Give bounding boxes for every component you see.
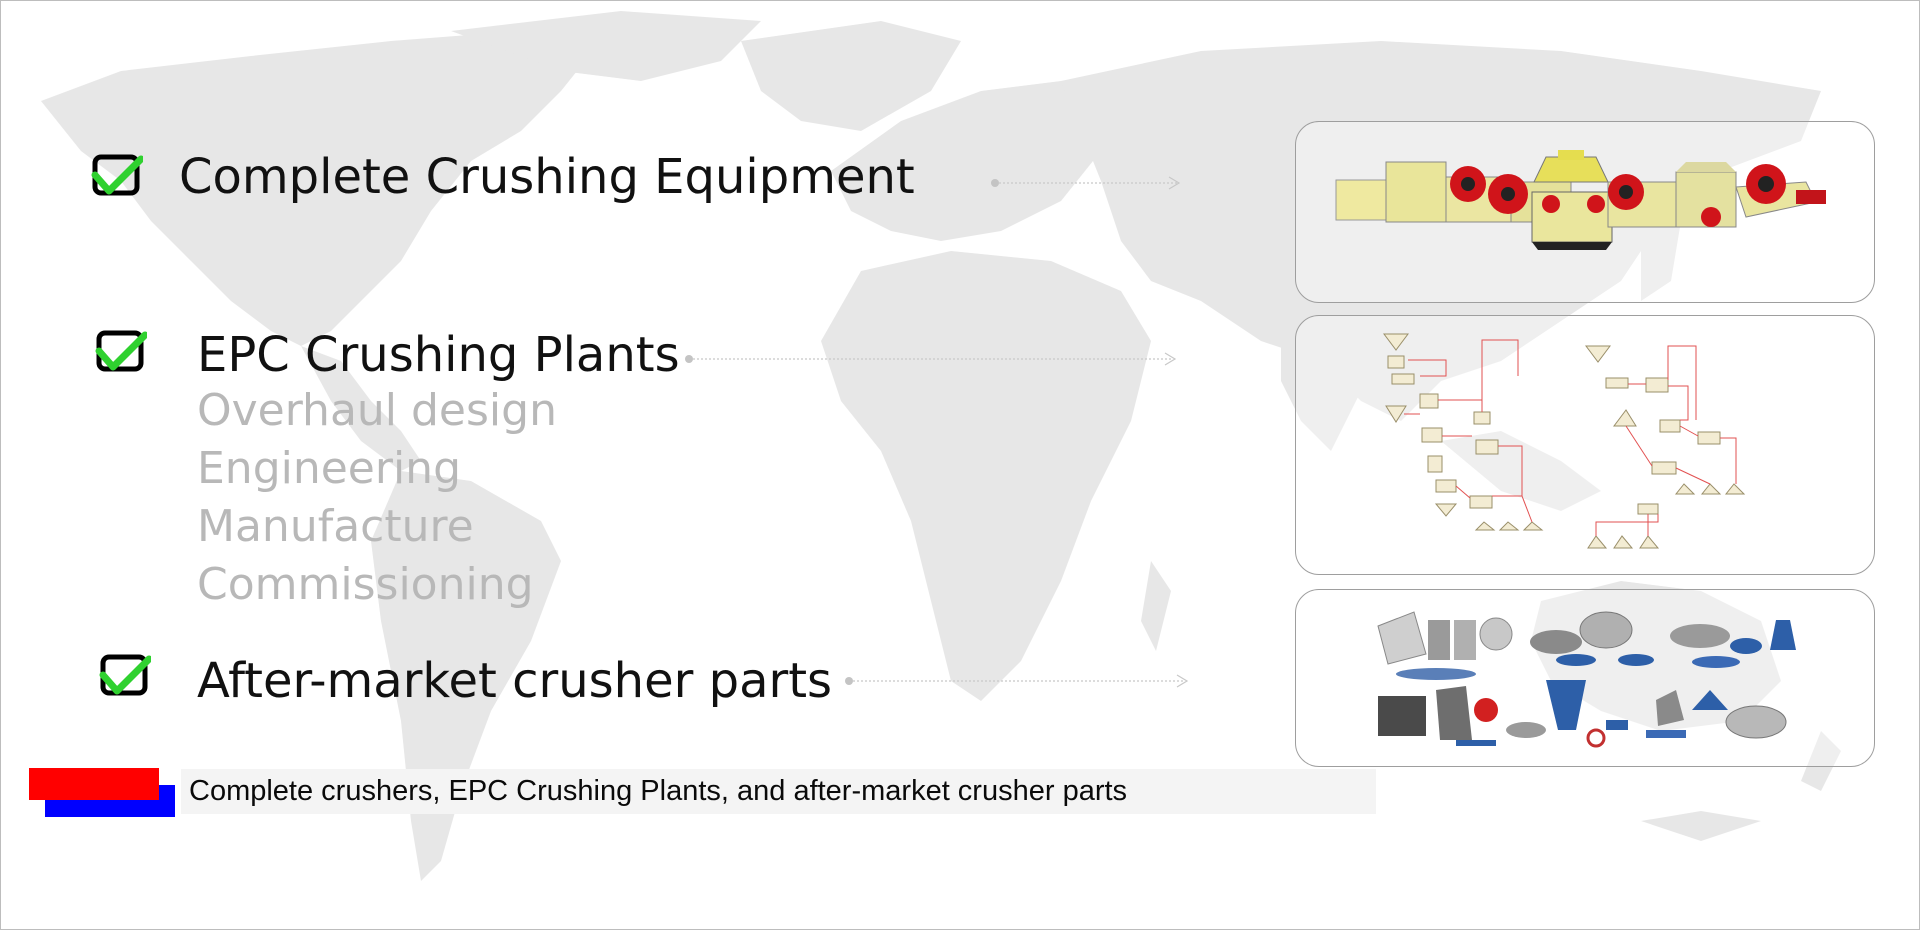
sub-item-manufacture: Manufacture xyxy=(197,501,474,552)
sub-item-engineering: Engineering xyxy=(197,443,461,494)
item-title-complete-crushing-equipment: Complete Crushing Equipment xyxy=(179,149,915,205)
image-frame-crusher-parts xyxy=(1295,589,1875,767)
accent-red-block xyxy=(29,768,159,800)
caption-text: Complete crushers, EPC Crushing Plants, … xyxy=(189,775,1128,807)
item-title-after-market-crusher-parts: After-market crusher parts xyxy=(197,653,833,709)
crushing-equipment-lineup-icon xyxy=(1335,150,1826,250)
arrow-connector-icon xyxy=(991,176,1181,190)
crusher-spare-parts-icon xyxy=(1377,611,1796,748)
checkbox-checked-icon[interactable] xyxy=(91,153,143,197)
plant-flowsheet-diagram-icon xyxy=(1383,333,1746,549)
item-title-epc-crushing-plants: EPC Crushing Plants xyxy=(197,327,680,383)
checkbox-checked-icon[interactable] xyxy=(95,329,147,373)
image-frame-epc-plant-flowsheet xyxy=(1295,315,1875,575)
checkbox-checked-icon[interactable] xyxy=(99,653,151,697)
sub-item-commissioning: Commissioning xyxy=(197,559,534,610)
sub-item-overhaul-design: Overhaul design xyxy=(197,385,557,436)
arrow-connector-icon xyxy=(685,352,1177,366)
arrow-connector-icon xyxy=(845,674,1189,688)
image-frame-crushing-equipment xyxy=(1295,121,1875,303)
caption-bar xyxy=(181,769,1376,814)
